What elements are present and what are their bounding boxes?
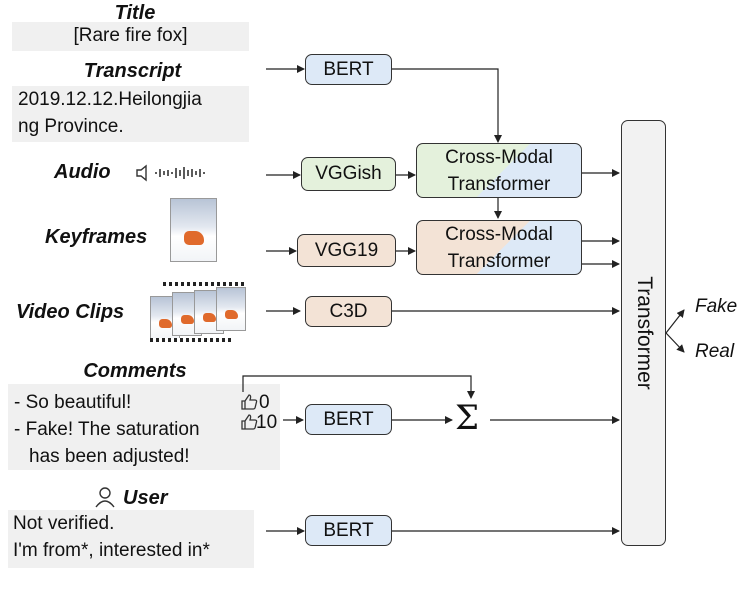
film-strip-top <box>163 282 245 286</box>
user-heading: User <box>123 487 168 509</box>
audio-waveform-icon <box>155 167 205 179</box>
vggish-box: VGGish <box>301 157 396 191</box>
keyframe-image <box>170 198 217 262</box>
sum-icon: Σ <box>455 398 480 438</box>
c3d-box: C3D <box>305 296 392 327</box>
user-icon <box>95 487 115 508</box>
comment-likes-2: 10 <box>256 412 278 433</box>
cross-modal-transformer-2: Cross-Modal Transformer <box>416 220 582 275</box>
transcript-line-2: ng Province. <box>18 116 124 137</box>
cross-modal-1-line-2: Transformer <box>447 173 551 195</box>
title-heading: Title <box>114 2 156 24</box>
film-strip-bottom <box>150 338 232 342</box>
audio-label: Audio <box>54 161 111 183</box>
comment-line-3: has been adjusted! <box>29 446 190 467</box>
transcript-panel: 2019.12.12.Heilongjia ng Province. <box>12 86 249 142</box>
user-line-1: Not verified. <box>13 513 115 534</box>
comments-heading: Comments <box>83 360 187 382</box>
comment-likes-1: 0 <box>259 392 270 413</box>
thumbs-up-icon <box>241 414 258 430</box>
output-fake: Fake <box>695 296 738 317</box>
speaker-icon <box>136 164 147 182</box>
cross-modal-2-line-2: Transformer <box>447 250 551 272</box>
user-line-2: I'm from*, interested in* <box>13 540 210 561</box>
transformer-label: Transformer <box>632 276 656 390</box>
bert-comments-box: BERT <box>305 404 392 435</box>
title-value: [Rare fire fox] <box>12 22 249 51</box>
output-real: Real <box>695 341 735 362</box>
transcript-line-1: 2019.12.12.Heilongjia <box>18 89 202 110</box>
video-clips-label: Video Clips <box>16 301 125 323</box>
transcript-heading: Transcript <box>83 60 182 82</box>
vgg19-box: VGG19 <box>297 234 396 267</box>
comments-panel <box>8 384 280 470</box>
keyframes-label: Keyframes <box>45 226 148 248</box>
cross-modal-transformer-1: Cross-Modal Transformer <box>416 143 582 198</box>
cross-modal-1-line-1: Cross-Modal <box>445 146 553 168</box>
video-frame-4 <box>216 287 246 331</box>
user-panel: Not verified. I'm from*, interested in* <box>8 510 254 568</box>
cross-modal-2-line-1: Cross-Modal <box>445 223 553 245</box>
transformer-box: Transformer <box>621 120 666 546</box>
bert-user-box: BERT <box>305 515 392 546</box>
comment-line-2: - Fake! The saturation <box>14 419 200 440</box>
bert-title-box: BERT <box>305 54 392 85</box>
comment-line-1: - So beautiful! <box>14 392 132 413</box>
thumbs-up-icon <box>241 394 258 410</box>
